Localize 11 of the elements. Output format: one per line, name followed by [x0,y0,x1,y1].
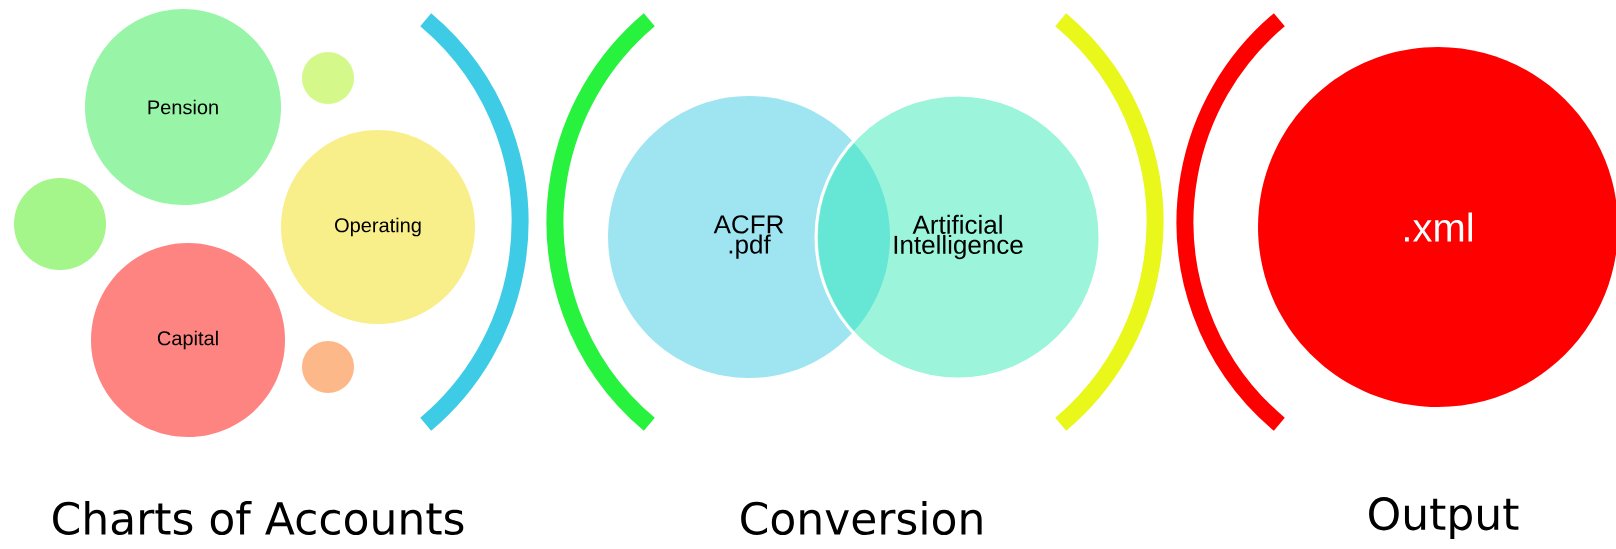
bubble-dot [14,178,106,270]
bubble-dot [302,52,354,104]
bubble: Operating [281,130,475,324]
bubble: .xml [1258,47,1616,407]
section-caption: Conversion [741,501,982,536]
section-caption: Output [1369,497,1519,539]
bubble: Capital [91,243,285,437]
bubble: Artificial Intelligence [814,93,1102,381]
section-caption: Charts of Accounts [53,501,464,536]
bubble-dot [302,341,354,393]
bubble: Pension [85,9,281,205]
